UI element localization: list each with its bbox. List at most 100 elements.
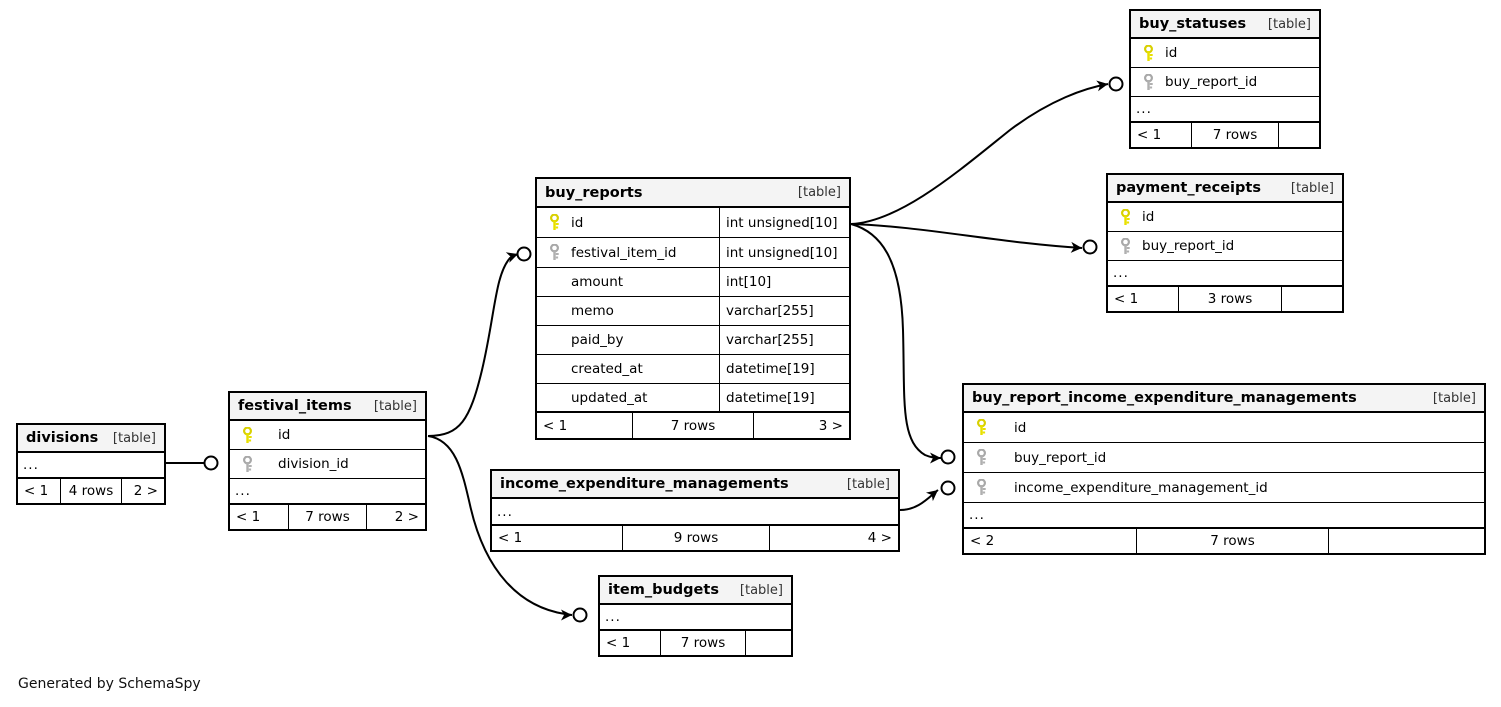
footer-left-count[interactable]: < 1 xyxy=(1137,127,1162,143)
column-name: buy_report_id xyxy=(1165,74,1258,90)
foreign-key-icon xyxy=(970,479,992,496)
table-festival-items[interactable]: festival_items [table] id division_id ..… xyxy=(228,391,427,531)
more-columns-indicator: ... xyxy=(1131,97,1319,123)
table-footer: < 1 7 rows xyxy=(600,631,791,655)
table-row[interactable]: buy_report_id xyxy=(1108,232,1342,261)
table-row[interactable]: id int unsigned[10] xyxy=(537,208,849,238)
table-footer: < 1 7 rows 3 > xyxy=(537,413,849,438)
edge-iem-to-bries-managements xyxy=(899,480,956,511)
foreign-key-icon xyxy=(1137,73,1159,91)
footer-left-count[interactable]: < 1 xyxy=(606,635,631,651)
table-buy-statuses[interactable]: buy_statuses [table] id buy_report_id ..… xyxy=(1129,9,1321,149)
column-name: memo xyxy=(571,303,614,319)
table-row[interactable]: memo varchar[255] xyxy=(537,297,849,326)
more-columns-indicator: ... xyxy=(18,453,164,479)
foreign-key-icon xyxy=(1114,237,1136,255)
primary-key-icon xyxy=(970,419,992,436)
table-title: buy_statuses xyxy=(1139,16,1247,32)
table-footer: < 1 4 rows 2 > xyxy=(18,479,164,503)
table-row[interactable]: buy_report_id xyxy=(964,443,1484,473)
column-name: income_expenditure_management_id xyxy=(1014,479,1268,496)
table-row[interactable]: festival_item_id int unsigned[10] xyxy=(537,238,849,268)
primary-key-icon xyxy=(1114,208,1136,226)
column-cell: paid_by xyxy=(537,326,719,354)
column-name: division_id xyxy=(278,456,349,472)
column-cell: division_id xyxy=(230,450,425,478)
column-cell: id xyxy=(964,413,1484,442)
table-header: item_budgets [table] xyxy=(600,577,791,605)
column-type: varchar[255] xyxy=(719,297,849,325)
table-row[interactable]: amount int[10] xyxy=(537,268,849,297)
table-header: income_expenditure_managements [table] xyxy=(492,471,898,499)
column-name: id xyxy=(1014,419,1027,436)
column-cell: income_expenditure_management_id xyxy=(964,473,1484,502)
table-kind-label: [table] xyxy=(846,476,890,492)
column-cell: festival_item_id xyxy=(537,238,719,267)
more-columns-indicator: ... xyxy=(492,499,898,526)
column-name: amount xyxy=(571,274,624,290)
edge-buy-reports-to-payment-receipts xyxy=(850,223,1098,255)
footer-right-count[interactable]: 3 > xyxy=(818,417,843,434)
footer-left-count[interactable]: < 1 xyxy=(498,530,523,546)
footer-right-count[interactable] xyxy=(1282,287,1342,311)
footer-left-count[interactable]: < 1 xyxy=(543,417,568,434)
foreign-key-icon xyxy=(543,244,565,261)
table-row[interactable]: updated_at datetime[19] xyxy=(537,384,849,413)
table-title: divisions xyxy=(26,430,99,446)
footer-row-count: 3 rows xyxy=(1178,287,1282,311)
table-buy-reports[interactable]: buy_reports [table] id int unsigned[10] … xyxy=(535,177,851,440)
primary-key-icon xyxy=(1137,44,1159,62)
footer-left-count[interactable]: < 1 xyxy=(236,509,261,525)
footer-row-count: 7 rows xyxy=(632,413,754,438)
table-row[interactable]: created_at datetime[19] xyxy=(537,355,849,384)
table-row[interactable]: id xyxy=(964,413,1484,443)
table-kind-label: [table] xyxy=(1432,390,1476,406)
table-buy-report-income-expenditure-managements[interactable]: buy_report_income_expenditure_management… xyxy=(962,383,1486,555)
table-row[interactable]: income_expenditure_management_id xyxy=(964,473,1484,503)
column-cell: amount xyxy=(537,268,719,296)
table-title: buy_report_income_expenditure_management… xyxy=(972,390,1357,406)
more-columns-indicator: ... xyxy=(600,605,791,631)
column-type: varchar[255] xyxy=(719,326,849,354)
table-income-expenditure-managements[interactable]: income_expenditure_managements [table] .… xyxy=(490,469,900,552)
column-cell: memo xyxy=(537,297,719,325)
table-title: item_budgets xyxy=(608,582,719,598)
table-row[interactable]: buy_report_id xyxy=(1131,68,1319,97)
table-header: divisions [table] xyxy=(18,425,164,453)
footer-left-count[interactable]: < 1 xyxy=(1114,291,1139,307)
table-row[interactable]: paid_by varchar[255] xyxy=(537,326,849,355)
footer-left-count[interactable]: < 2 xyxy=(970,533,995,549)
table-item-budgets[interactable]: item_budgets [table] ... < 1 7 rows xyxy=(598,575,793,657)
column-name: buy_report_id xyxy=(1142,238,1235,254)
footer-row-count: 7 rows xyxy=(660,631,746,655)
footer-left-count[interactable]: < 1 xyxy=(24,483,49,499)
more-columns-indicator: ... xyxy=(1108,261,1342,287)
column-cell: buy_report_id xyxy=(1108,232,1342,260)
table-kind-label: [table] xyxy=(797,185,841,200)
table-row[interactable]: division_id xyxy=(230,450,425,479)
table-row[interactable]: id xyxy=(1131,39,1319,68)
edge-divisions-to-festival-items xyxy=(166,455,219,471)
column-cell: buy_report_id xyxy=(964,443,1484,472)
column-name: id xyxy=(1165,45,1178,61)
footer-right-count[interactable]: 2 > xyxy=(394,509,419,525)
footer-right-count[interactable] xyxy=(1329,529,1484,553)
table-payment-receipts[interactable]: payment_receipts [table] id buy_report_i… xyxy=(1106,173,1344,313)
footer-right-count[interactable] xyxy=(746,631,791,655)
footer-right-count[interactable]: 2 > xyxy=(133,483,158,499)
table-divisions[interactable]: divisions [table] ... < 1 4 rows 2 > xyxy=(16,423,166,505)
table-footer: < 2 7 rows xyxy=(964,529,1484,553)
table-header: festival_items [table] xyxy=(230,393,425,421)
column-name: id xyxy=(1142,209,1155,225)
primary-key-icon xyxy=(543,214,565,231)
table-row[interactable]: id xyxy=(230,421,425,450)
footer-right-count[interactable] xyxy=(1279,123,1319,147)
column-cell: id xyxy=(537,208,719,237)
footer-right-count[interactable]: 4 > xyxy=(867,530,892,546)
footer-row-count: 9 rows xyxy=(622,526,770,550)
table-header: buy_report_income_expenditure_management… xyxy=(964,385,1484,413)
more-columns-indicator: ... xyxy=(230,479,425,505)
table-row[interactable]: id xyxy=(1108,203,1342,232)
column-cell: id xyxy=(1131,39,1319,67)
